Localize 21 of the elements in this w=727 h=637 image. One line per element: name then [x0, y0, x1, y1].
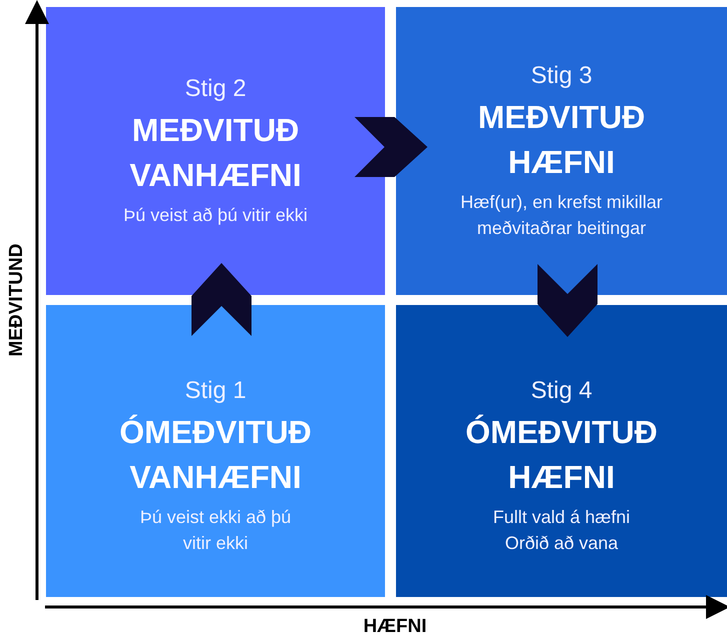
stage-heading: MEÐVITUÐ HÆFNI [476, 98, 646, 182]
stage-description: Þú veist að þú vitir ekki [122, 204, 309, 227]
quadrant-box [396, 7, 727, 295]
stage-heading: ÓMEÐVITUÐ HÆFNI [464, 413, 658, 497]
axis-label: MEÐVITUND [4, 244, 28, 356]
stage-number: Stig 1 [184, 376, 246, 406]
quadrant-box [46, 305, 385, 597]
chevron-arrow [354, 117, 428, 177]
quadrant-box [46, 7, 385, 295]
stage-description: Fullt vald á hæfni Orðið að vana [492, 506, 632, 555]
stage-number: Stig 3 [530, 61, 592, 92]
stage-number: Stig 2 [184, 74, 246, 104]
stage-heading: ÓMEÐVITUÐ VANHÆFNI [118, 413, 312, 497]
stage-heading: MEÐVITUÐ VANHÆFNI [128, 111, 302, 195]
axis-label: HÆFNI [363, 617, 427, 636]
chevron-arrow [192, 263, 252, 336]
stage-description: Þú veist ekki að þú vitir ekki [138, 506, 292, 555]
quadrant-box [396, 305, 727, 597]
chevron-arrow [538, 264, 598, 337]
stage-number: Stig 4 [530, 376, 592, 406]
stage-description: Hæf(ur), en krefst mikillar meðvitaðrar beitingar [459, 190, 664, 240]
